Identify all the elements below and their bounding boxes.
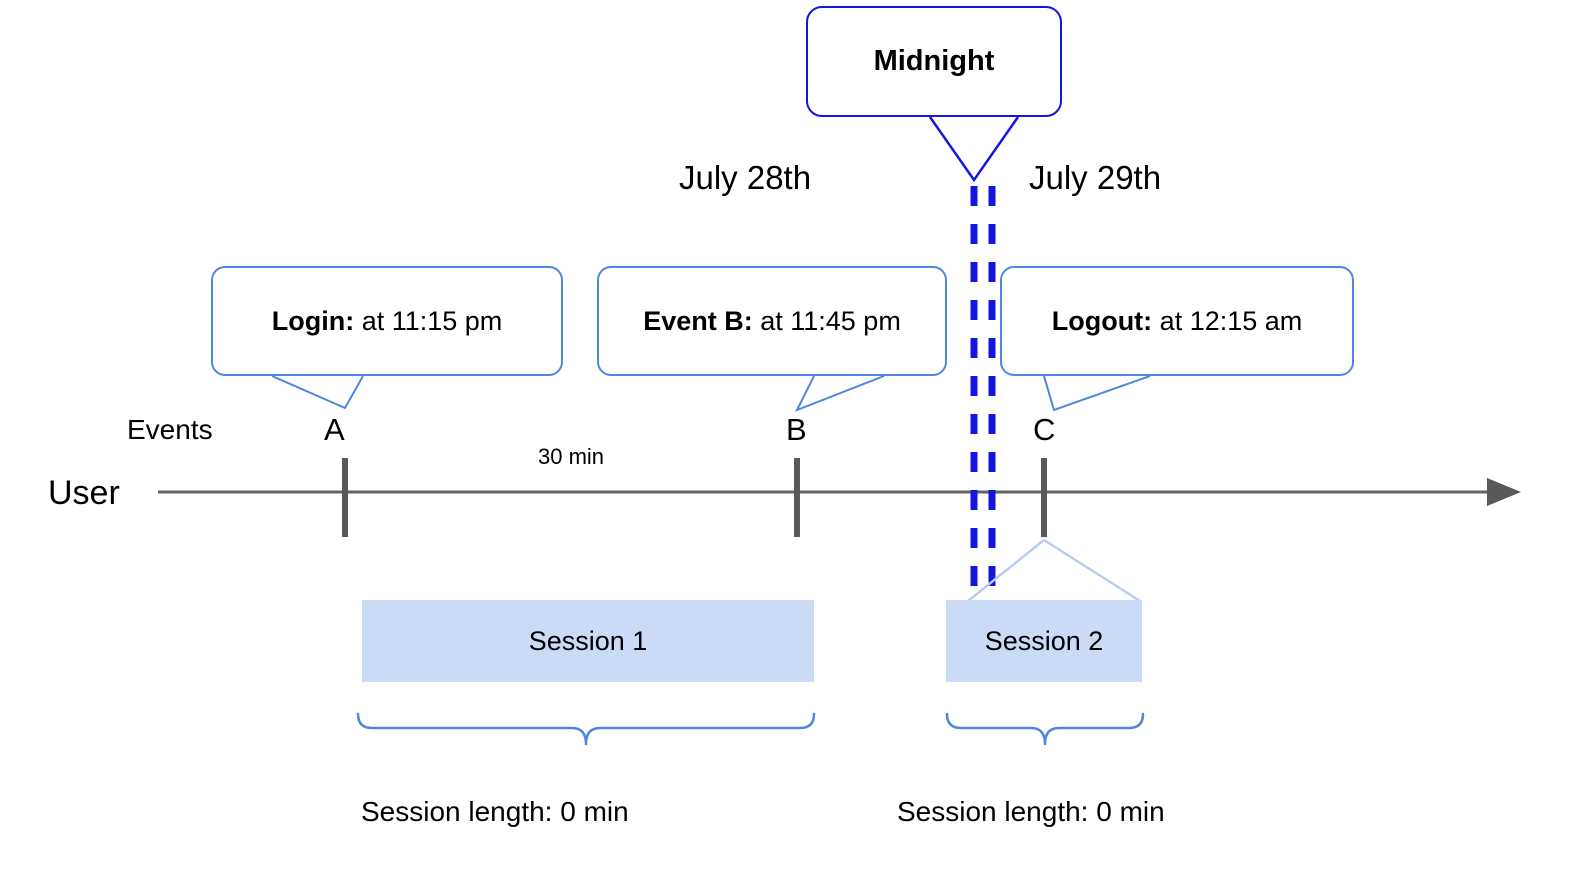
- eventb-callout-label: Event B:: [643, 305, 753, 336]
- session-bar-2-label: Session 2: [984, 625, 1104, 656]
- login-callout-value: at 11:15 pm: [354, 305, 503, 336]
- midnight-callout: Midnight: [806, 6, 1062, 117]
- session2-connector: [967, 538, 1141, 603]
- midnight-callout-tail: [928, 116, 1020, 183]
- day-label-left: July 28th: [679, 159, 812, 196]
- login-callout-label: Login:: [271, 305, 355, 336]
- logout-callout-label: Logout:: [1051, 305, 1153, 336]
- eventb-callout-value: at 11:45 pm: [752, 305, 901, 336]
- eventb-callout-text: Event B: at 11:45 pm: [643, 305, 901, 336]
- logout-callout-tail: [1043, 375, 1151, 412]
- event-label-c: C: [1033, 412, 1056, 447]
- session-bar-1-label: Session 1: [528, 625, 648, 656]
- login-callout-text: Login: at 11:15 pm: [271, 305, 503, 336]
- user-row-label: User: [48, 474, 120, 512]
- logout-callout-value: at 12:15 am: [1152, 305, 1303, 336]
- session2-brace: [945, 712, 1145, 746]
- event-label-a: A: [324, 412, 345, 447]
- timeline-axis: [158, 478, 1521, 506]
- eventb-callout-tail: [794, 375, 885, 412]
- session-bar-1: Session 1: [362, 600, 814, 682]
- day-label-right: July 29th: [1029, 159, 1162, 196]
- session1-brace: [356, 712, 816, 746]
- session-2-length-label: Session length: 0 min: [897, 796, 1165, 827]
- events-row-label: Events: [127, 414, 213, 445]
- session-1-length-label: Session length: 0 min: [361, 796, 629, 827]
- event-label-b: B: [786, 412, 807, 447]
- midnight-callout-text: Midnight: [873, 45, 995, 77]
- login-callout: Login: at 11:15 pm: [211, 266, 563, 376]
- login-callout-tail: [271, 375, 364, 410]
- session-bar-2: Session 2: [946, 600, 1142, 682]
- gap-duration-label: 30 min: [538, 444, 605, 469]
- logout-callout: Logout: at 12:15 am: [1000, 266, 1354, 376]
- eventb-callout: Event B: at 11:45 pm: [597, 266, 947, 376]
- midnight-dashed-lines: [970, 186, 996, 592]
- logout-callout-text: Logout: at 12:15 am: [1051, 305, 1303, 336]
